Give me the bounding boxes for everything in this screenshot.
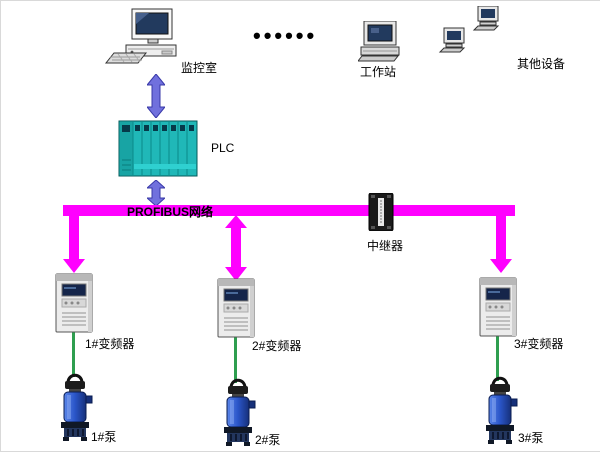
workstation-label: 工作站 bbox=[360, 65, 397, 79]
arrow-bus-vfd2 bbox=[225, 215, 247, 281]
plc-label: PLC bbox=[211, 141, 235, 155]
profibus-bus-line bbox=[63, 205, 515, 216]
profibus-bus-label: PROFIBUS网络 bbox=[127, 205, 214, 219]
plc-rack-icon bbox=[118, 120, 198, 177]
arrow-bus-vfd3 bbox=[490, 215, 512, 273]
pump3-label: 3#泵 bbox=[518, 431, 544, 445]
monitoring-computer-icon bbox=[104, 7, 182, 69]
pump1-label: 1#泵 bbox=[91, 430, 117, 444]
vfd2-label: 2#变频器 bbox=[252, 339, 302, 353]
other-devices-label: 其他设备 bbox=[517, 57, 566, 71]
repeater-label: 中继器 bbox=[367, 239, 404, 253]
pump1-icon bbox=[57, 372, 93, 442]
vfd3-icon bbox=[479, 277, 517, 337]
pump2-label: 2#泵 bbox=[255, 433, 281, 447]
workstation-computer-icon bbox=[356, 20, 404, 65]
vfd2-icon bbox=[217, 278, 255, 338]
link-vfd2-pump2 bbox=[234, 336, 237, 383]
link-vfd3-pump3 bbox=[496, 335, 499, 381]
monitor-room-label: 监控室 bbox=[181, 61, 218, 75]
arrow-bus-vfd1 bbox=[63, 215, 85, 273]
pump3-icon bbox=[482, 375, 518, 445]
vfd1-label: 1#变频器 bbox=[85, 337, 135, 351]
arrow-computer-plc bbox=[145, 73, 167, 119]
ellipsis-dots: •••••• bbox=[253, 23, 318, 48]
link-vfd1-pump1 bbox=[72, 331, 75, 377]
pump2-icon bbox=[220, 377, 256, 447]
repeater-icon bbox=[365, 192, 397, 232]
vfd1-icon bbox=[55, 273, 93, 333]
vfd3-label: 3#变频器 bbox=[514, 337, 564, 351]
other-devices-icon bbox=[438, 5, 510, 60]
